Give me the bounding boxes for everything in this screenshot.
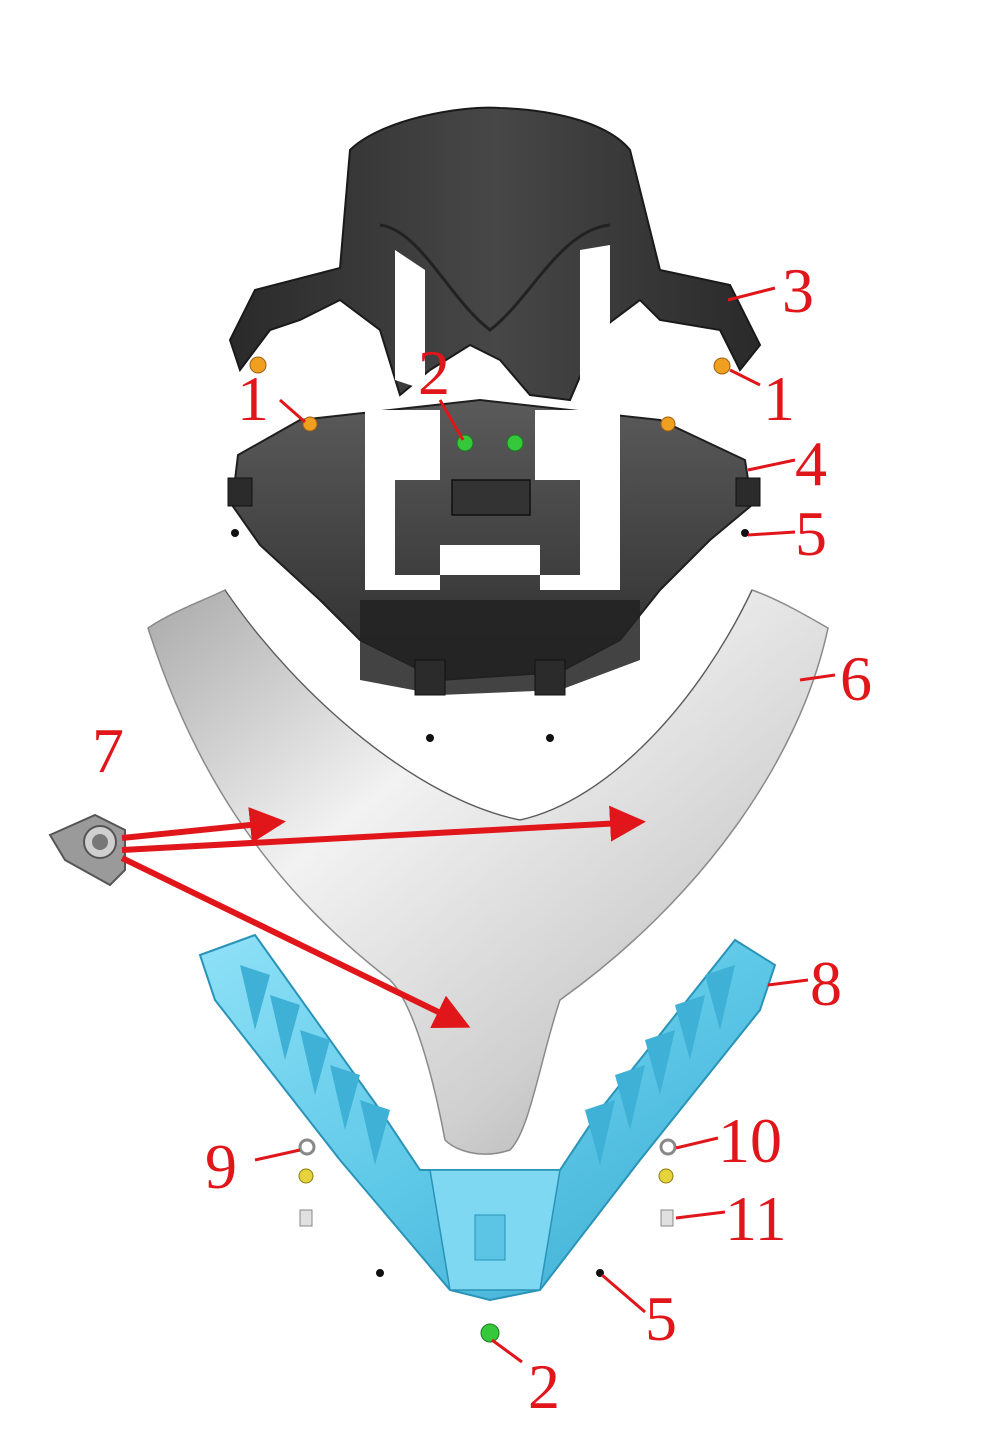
arrows — [120, 805, 646, 1029]
callout-label: 11 — [725, 1183, 787, 1254]
callout-label: 1 — [237, 363, 269, 434]
callout-label: 7 — [92, 715, 124, 786]
callout-label: 5 — [645, 1283, 677, 1354]
leader-lines — [254, 286, 836, 1364]
part-4-inner-panel — [227, 398, 761, 696]
callout-label: 3 — [782, 255, 814, 326]
part-3-upper-cover — [228, 106, 762, 402]
fasteners — [231, 356, 749, 1343]
callout-labels: 3 1 2 1 4 5 6 7 8 9 10 11 5 2 — [92, 255, 872, 1422]
callout-label: 4 — [795, 428, 827, 499]
part-6-silver-trim — [147, 589, 829, 1155]
callout-label: 8 — [810, 948, 842, 1019]
callout-label: 6 — [840, 643, 872, 714]
callout-label: 2 — [528, 1351, 560, 1422]
part-8-lower-bracket — [198, 933, 777, 1302]
callout-label: 5 — [795, 498, 827, 569]
callout-label: 2 — [418, 337, 450, 408]
part-7-clip-nut — [48, 813, 126, 887]
callout-label: 1 — [763, 363, 795, 434]
callout-label: 9 — [205, 1131, 237, 1202]
callout-label: 10 — [718, 1105, 782, 1176]
